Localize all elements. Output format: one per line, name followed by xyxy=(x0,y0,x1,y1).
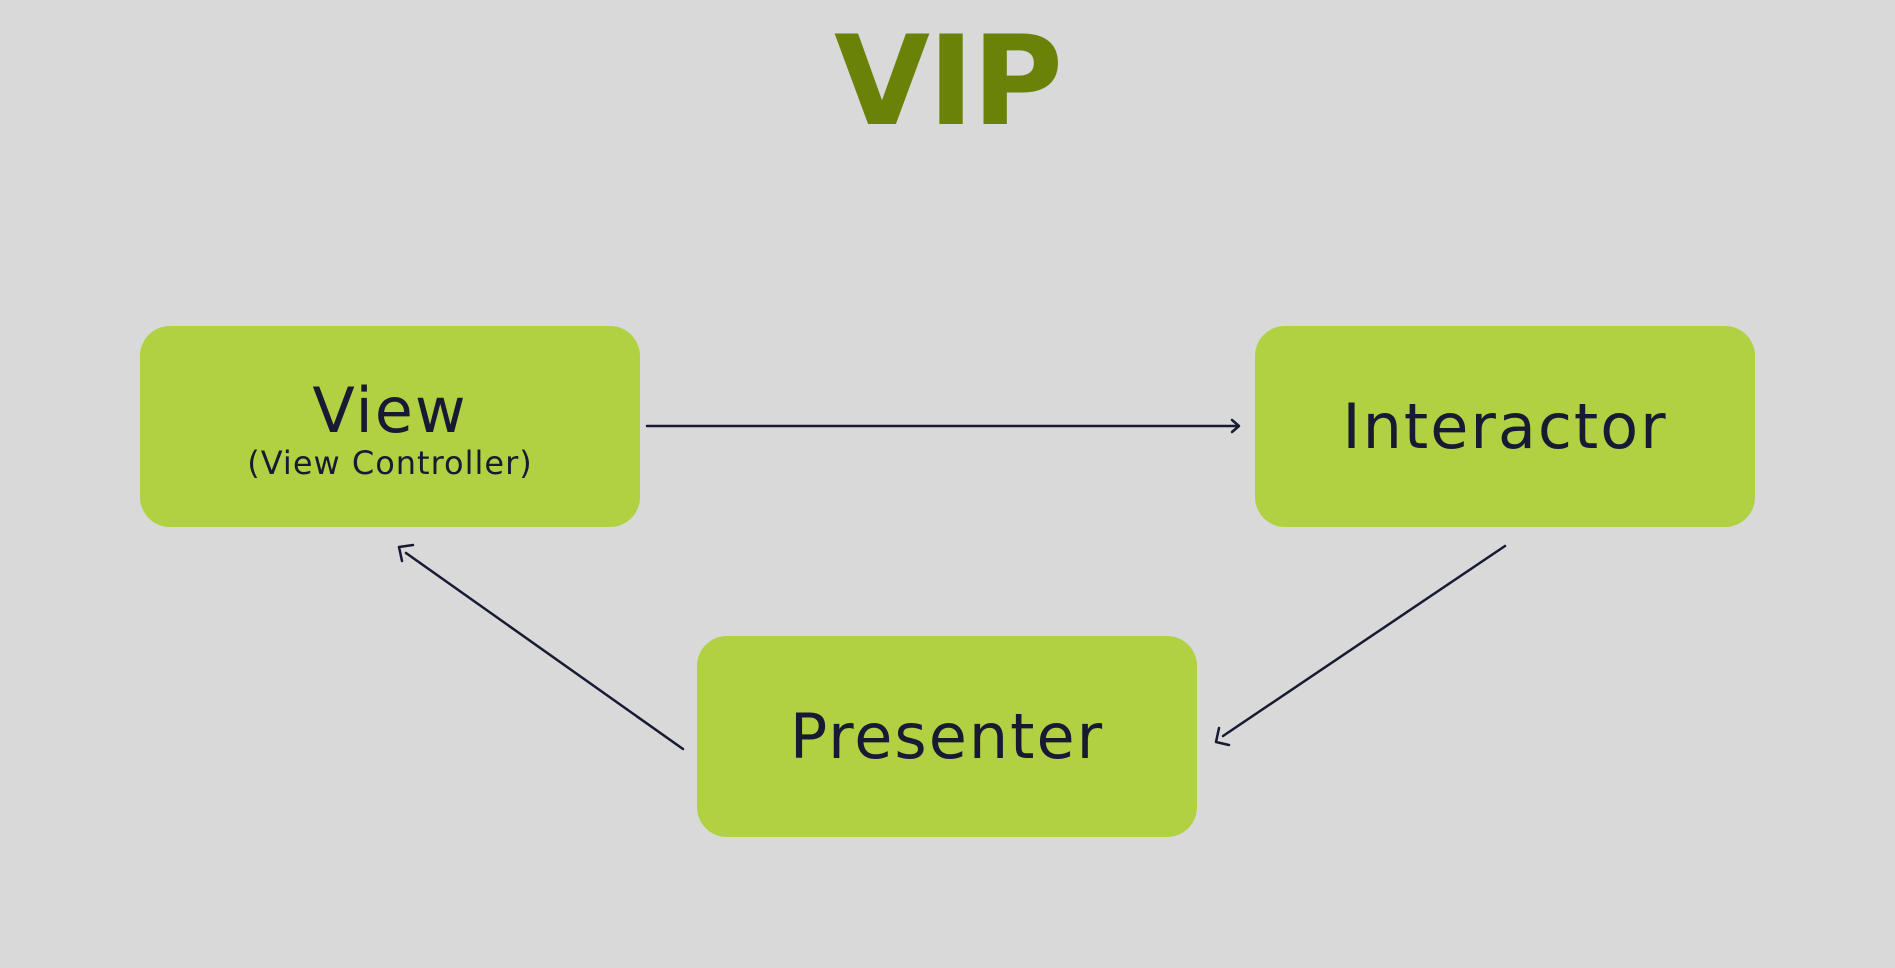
view-node: View (View Controller) xyxy=(140,326,640,527)
interactor-node: Interactor xyxy=(1255,326,1755,527)
arrow-presenter-to-view xyxy=(397,543,685,751)
diagram-title: VIP xyxy=(834,10,1063,154)
presenter-node: Presenter xyxy=(697,636,1197,837)
interactor-node-label: Interactor xyxy=(1342,389,1668,463)
presenter-node-label: Presenter xyxy=(789,699,1105,773)
view-node-label: View xyxy=(312,373,468,447)
view-node-sublabel: (View Controller) xyxy=(247,443,533,482)
arrow-interactor-to-presenter xyxy=(1214,544,1507,747)
arrow-view-to-interactor xyxy=(645,418,1241,434)
